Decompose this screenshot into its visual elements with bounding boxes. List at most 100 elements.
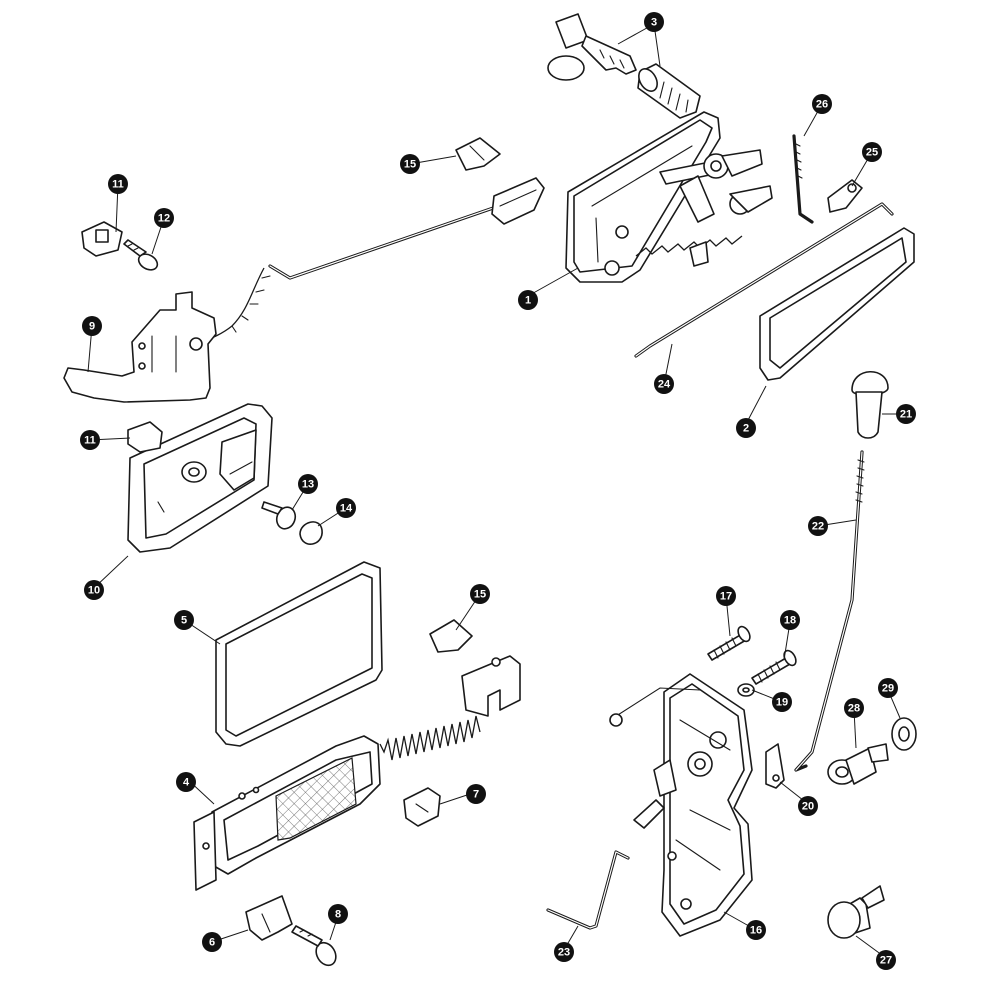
callout-18: 18	[780, 610, 800, 630]
callout-2: 2	[736, 418, 756, 438]
callout-6: 6	[202, 932, 222, 952]
callout-dot	[298, 474, 318, 494]
callout-number: 24	[658, 379, 671, 391]
clip-nut-upper	[81, 221, 123, 257]
screw-upper	[123, 239, 159, 271]
callout-21: 21	[896, 404, 916, 424]
callout-number: 1	[525, 295, 531, 307]
key-and-lock-cylinder	[547, 13, 701, 119]
callout-dot	[400, 154, 420, 174]
callout-labels: 1234567891011121314151617181920212223242…	[80, 12, 916, 970]
callout-number: 11	[84, 435, 96, 447]
callout-dot	[108, 174, 128, 194]
callout-dot	[174, 610, 194, 630]
callout-7: 7	[466, 784, 486, 804]
callout-number: 21	[900, 409, 912, 421]
callout-dot	[844, 698, 864, 718]
callout-dot	[736, 418, 756, 438]
callout-23: 23	[554, 942, 574, 962]
callout-8: 8	[328, 904, 348, 924]
callout-dot	[716, 586, 736, 606]
outer-handle-gasket	[759, 227, 915, 381]
callout-29: 29	[878, 678, 898, 698]
inner-handle-bezel	[127, 403, 273, 553]
latch-screws	[707, 625, 797, 685]
door-striker	[827, 885, 885, 939]
retainer-clip	[245, 895, 293, 941]
callout-dot	[328, 904, 348, 924]
callout-number: 17	[720, 591, 732, 603]
lock-knob	[851, 370, 889, 439]
callout-dot	[80, 430, 100, 450]
callout-number: 4	[183, 777, 190, 789]
callout-16: 16	[746, 920, 766, 940]
rod-clip-20	[765, 743, 785, 789]
callout-number: 14	[340, 503, 353, 515]
callout-dot	[798, 796, 818, 816]
screw-cap	[299, 521, 323, 545]
callout-dot	[876, 950, 896, 970]
callout-24: 24	[654, 374, 674, 394]
callout-26: 26	[812, 94, 832, 114]
inner-handle-gasket	[215, 561, 383, 747]
callout-19: 19	[772, 692, 792, 712]
rod-clip-upper	[455, 137, 501, 171]
callout-number: 28	[848, 703, 860, 715]
callout-dot	[466, 784, 486, 804]
callout-27: 27	[876, 950, 896, 970]
callout-11-b: 11	[80, 430, 100, 450]
callout-dot	[812, 94, 832, 114]
long-rod	[634, 202, 894, 358]
callout-number: 12	[158, 213, 170, 225]
callout-dot	[470, 584, 490, 604]
callout-number: 10	[88, 585, 100, 597]
callout-10: 10	[84, 580, 104, 600]
callout-dot	[772, 692, 792, 712]
callout-11: 11	[108, 174, 128, 194]
callout-1: 1	[518, 290, 538, 310]
rod-clip-lower	[429, 619, 473, 653]
callout-number: 9	[89, 321, 95, 333]
callout-15-b: 15	[470, 584, 490, 604]
callout-12: 12	[154, 208, 174, 228]
striker-bolt	[827, 743, 889, 785]
callout-dot	[780, 610, 800, 630]
callout-15: 15	[400, 154, 420, 174]
callout-number: 6	[209, 937, 215, 949]
callout-number: 8	[335, 909, 341, 921]
callout-9: 9	[82, 316, 102, 336]
callout-14: 14	[336, 498, 356, 518]
callout-number: 2	[743, 423, 749, 435]
callout-dot	[84, 580, 104, 600]
callout-dot	[654, 374, 674, 394]
callout-dot	[746, 920, 766, 940]
wire-link	[546, 850, 630, 930]
callout-number: 7	[473, 789, 479, 801]
callout-13: 13	[298, 474, 318, 494]
callout-25: 25	[862, 142, 882, 162]
lock-rod	[794, 450, 865, 772]
callout-20: 20	[798, 796, 818, 816]
washer-19	[737, 683, 755, 697]
door-latch	[609, 673, 753, 937]
washer-29	[891, 717, 917, 751]
callout-28: 28	[844, 698, 864, 718]
callout-4: 4	[176, 772, 196, 792]
spring-clip	[403, 787, 441, 827]
callout-number: 19	[776, 697, 788, 709]
callout-number: 18	[784, 615, 796, 627]
rod-clip	[827, 179, 863, 213]
callout-number: 29	[882, 683, 894, 695]
callout-number: 13	[302, 479, 314, 491]
release-handle-assembly	[193, 655, 521, 891]
callout-dot	[82, 316, 102, 336]
clip-nut-middle	[127, 421, 163, 453]
callout-dot	[862, 142, 882, 162]
callout-number: 15	[474, 589, 486, 601]
hook-rod	[792, 134, 814, 224]
screw-13	[261, 501, 297, 530]
callout-dot	[878, 678, 898, 698]
callout-3: 3	[644, 12, 664, 32]
callout-dot	[554, 942, 574, 962]
